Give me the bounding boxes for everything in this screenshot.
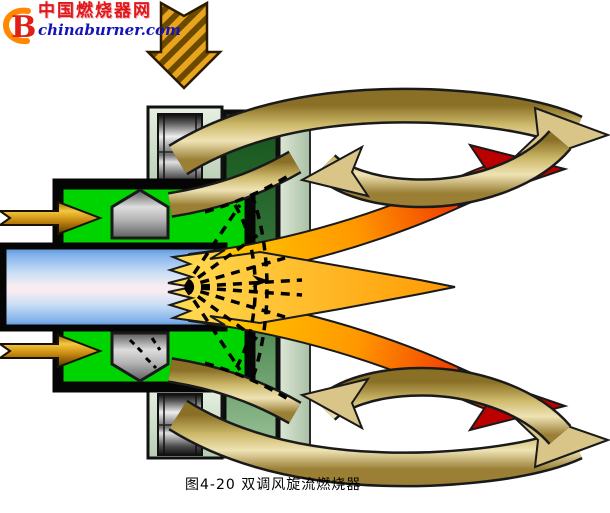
swirl-outer-band-bottom [169, 401, 582, 485]
spray-dashes [128, 174, 303, 401]
site-domain[interactable]: chinaburner.com [38, 21, 181, 39]
secondary-air-down-arrow [144, 0, 224, 90]
site-name[interactable]: 中国燃烧器网 [38, 1, 152, 21]
swirl-outer-band-top [169, 90, 582, 174]
swirl-vane-bottom [110, 331, 170, 383]
flame-b-logo-icon: B [2, 7, 36, 45]
svg-text:B: B [11, 10, 36, 45]
recirculation-arrows-bottom [167, 357, 610, 488]
annulus-air-stream-bottom [168, 359, 301, 423]
flame-core [166, 249, 456, 326]
annulus-air-stream-top [168, 152, 301, 216]
primary-air-arrow-top [0, 200, 103, 236]
swirl-curl-arrowhead-top [299, 144, 371, 198]
figure-caption: 图4-20 双调风旋流燃烧器 [185, 477, 362, 493]
swirl-curl-arrowhead-bottom [299, 377, 371, 431]
flow-direction-mini-arrow [252, 275, 270, 287]
recirculation-arrows-top [167, 87, 610, 218]
site-logo[interactable]: B 中国燃烧器网 chinaburner.com [2, 3, 181, 47]
swirl-vane-top [110, 188, 170, 240]
primary-air-arrow-bottom [0, 333, 103, 369]
